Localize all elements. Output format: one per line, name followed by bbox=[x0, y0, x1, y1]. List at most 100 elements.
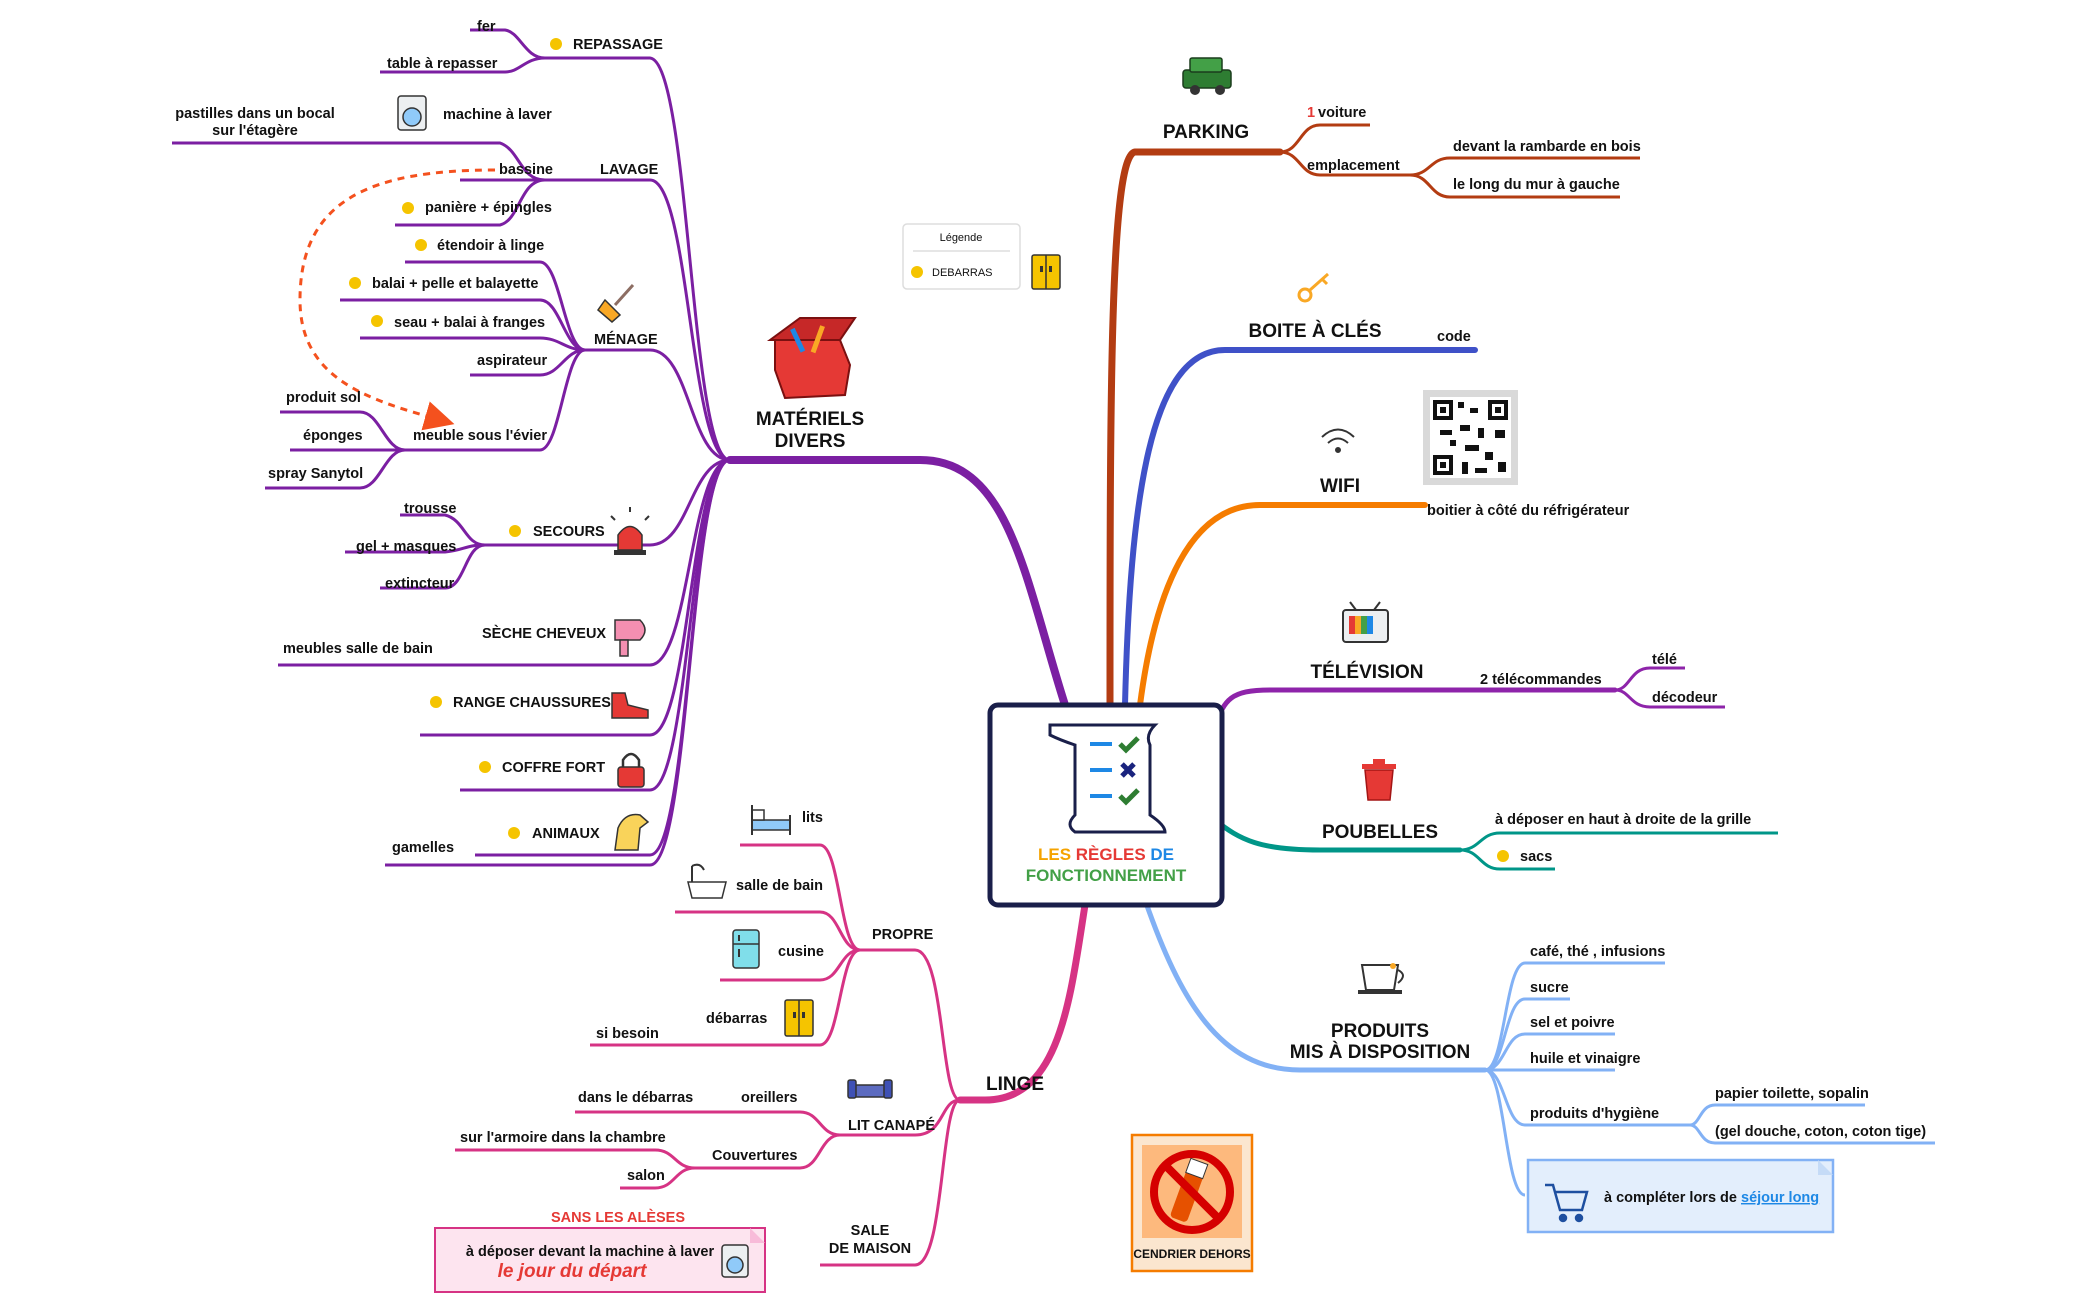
extincteur-label[interactable]: extincteur bbox=[385, 576, 455, 592]
trousse-label[interactable]: trousse bbox=[404, 501, 456, 517]
legend: Légende DEBARRAS bbox=[902, 223, 1061, 290]
sel-label[interactable]: sel et poivre bbox=[1530, 1015, 1615, 1031]
key-icon bbox=[1297, 272, 1329, 303]
tele-label[interactable]: télé bbox=[1652, 652, 1677, 668]
secours-dot bbox=[509, 525, 521, 537]
menage-label[interactable]: MÉNAGE bbox=[594, 331, 658, 348]
pastilles-label-line2[interactable]: sur l'étagère bbox=[212, 123, 298, 139]
si-besoin-label[interactable]: si besoin bbox=[596, 1026, 659, 1042]
lits-label[interactable]: lits bbox=[802, 810, 823, 826]
television-title[interactable]: TÉLÉVISION bbox=[1311, 661, 1424, 683]
bassine-label[interactable]: bassine bbox=[499, 162, 553, 178]
teacup-icon bbox=[1358, 963, 1404, 994]
meubles-sdb-label[interactable]: meubles salle de bain bbox=[283, 641, 433, 657]
cafe-label[interactable]: café, thé , infusions bbox=[1530, 944, 1665, 960]
propre-label[interactable]: PROPRE bbox=[872, 927, 934, 943]
cart-icon bbox=[1545, 1183, 1589, 1223]
voiture-label[interactable]: voiture bbox=[1318, 105, 1366, 121]
branch-produits[interactable] bbox=[1142, 897, 1488, 1073]
aspirateur-label[interactable]: aspirateur bbox=[477, 353, 547, 369]
boitier-label[interactable]: boitier à côté du réfrigérateur bbox=[1427, 503, 1630, 519]
meuble-label[interactable]: meuble sous l'évier bbox=[413, 428, 547, 444]
linge-title[interactable]: LINGE bbox=[986, 1074, 1044, 1095]
depart-note[interactable]: à déposer devant la machine à laver le j… bbox=[434, 1227, 766, 1293]
gel-label[interactable]: gel + masques bbox=[356, 539, 456, 555]
rambarde-label[interactable]: devant la rambarde en bois bbox=[1453, 139, 1641, 155]
cuisine-label[interactable]: cusine bbox=[778, 944, 824, 960]
center-node[interactable]: LES RÈGLES DE FONCTIONNEMENT bbox=[987, 702, 1225, 908]
poubelles-links bbox=[1459, 831, 1778, 871]
wifi-title[interactable]: WIFI bbox=[1320, 476, 1360, 497]
couv-loc1-label[interactable]: sur l'armoire dans la chambre bbox=[460, 1130, 666, 1146]
decodeur-label[interactable]: décodeur bbox=[1652, 690, 1718, 706]
emplacement-label[interactable]: emplacement bbox=[1307, 158, 1400, 174]
materiels-title-line2: DIVERS bbox=[775, 431, 846, 452]
branch-cles[interactable] bbox=[1122, 347, 1478, 708]
sofa-icon bbox=[847, 1079, 893, 1099]
svg-text:à compléter lors de séjo: à compléter lors de séjour long bbox=[1604, 1190, 1819, 1206]
branch-parking[interactable] bbox=[1106, 148, 1284, 709]
broom-icon bbox=[596, 283, 635, 323]
bathtub-icon bbox=[687, 863, 727, 899]
seau-label[interactable]: seau + balai à franges bbox=[394, 315, 545, 331]
poubelles-title[interactable]: POUBELLES bbox=[1322, 822, 1438, 843]
repassage-dot bbox=[550, 38, 562, 50]
branch-materiels[interactable] bbox=[726, 456, 1069, 709]
no-smoking-icon bbox=[1150, 1150, 1234, 1234]
sale-label-line2[interactable]: DE MAISON bbox=[829, 1241, 911, 1257]
oreillers-label[interactable]: oreillers bbox=[741, 1090, 797, 1106]
mur-label[interactable]: le long du mur à gauche bbox=[1453, 177, 1620, 193]
sucre-label[interactable]: sucre bbox=[1530, 980, 1569, 996]
canape-label[interactable]: LIT CANAPÉ bbox=[848, 1117, 935, 1134]
secours-label[interactable]: SECOURS bbox=[533, 524, 605, 540]
coffre-label[interactable]: COFFRE FORT bbox=[502, 760, 605, 776]
produits-title-line1[interactable]: PRODUITS bbox=[1331, 1021, 1429, 1042]
branch-wifi[interactable] bbox=[1137, 502, 1428, 708]
cupboard-icon bbox=[1031, 254, 1061, 290]
deposer-grille-label[interactable]: à déposer en haut à droite de la grille bbox=[1495, 812, 1751, 828]
table-repasser-label[interactable]: table à repasser bbox=[387, 56, 498, 72]
fer-label[interactable]: fer bbox=[477, 19, 496, 35]
lavage-label[interactable]: LAVAGE bbox=[600, 162, 659, 178]
salle-bain-label[interactable]: salle de bain bbox=[736, 878, 823, 894]
branch-television[interactable] bbox=[1212, 687, 1618, 728]
hygiene-label[interactable]: produits d'hygiène bbox=[1530, 1106, 1659, 1122]
oreillers-loc-label[interactable]: dans le débarras bbox=[578, 1090, 693, 1106]
center-title-les: LES bbox=[1038, 845, 1071, 864]
branch-linge[interactable] bbox=[956, 901, 1089, 1104]
scroll-checklist-icon bbox=[1048, 723, 1167, 834]
depart-note-line2: le jour du départ bbox=[498, 1261, 648, 1282]
paniere-label[interactable]: panière + épingles bbox=[425, 200, 552, 216]
cles-title[interactable]: BOITE À CLÉS bbox=[1248, 320, 1381, 342]
center-title-de: DE bbox=[1150, 845, 1174, 864]
gamelles-label[interactable]: gamelles bbox=[392, 840, 454, 856]
pastilles-label-line1[interactable]: pastilles dans un bocal bbox=[175, 106, 335, 122]
parking-title[interactable]: PARKING bbox=[1163, 122, 1249, 143]
padlock-icon bbox=[617, 752, 645, 788]
sejour-long-link[interactable]: séjour long bbox=[1741, 1190, 1819, 1206]
sacs-label[interactable]: sacs bbox=[1520, 849, 1552, 865]
papier-label[interactable]: papier toilette, sopalin bbox=[1715, 1086, 1869, 1102]
seche-label[interactable]: SÈCHE CHEVEUX bbox=[482, 625, 606, 642]
huile-label[interactable]: huile et vinaigre bbox=[1530, 1051, 1640, 1067]
sale-label-line1[interactable]: SALE bbox=[851, 1223, 890, 1239]
produits-title-line2[interactable]: MIS À DISPOSITION bbox=[1290, 1041, 1471, 1063]
gel-douche-label[interactable]: (gel douche, coton, coton tige) bbox=[1715, 1124, 1926, 1140]
balai-label[interactable]: balai + pelle et balayette bbox=[372, 276, 538, 292]
telecommandes-label[interactable]: 2 télécommandes bbox=[1480, 672, 1602, 688]
couvertures-label[interactable]: Couvertures bbox=[712, 1148, 797, 1164]
animaux-label[interactable]: ANIMAUX bbox=[532, 826, 600, 842]
machine-laver-label[interactable]: machine à laver bbox=[443, 107, 552, 123]
debarras-label[interactable]: débarras bbox=[706, 1011, 767, 1027]
repassage-label[interactable]: REPASSAGE bbox=[573, 37, 663, 53]
materiels-node[interactable]: MATÉRIELS DIVERS bbox=[756, 317, 864, 452]
eponges-label[interactable]: éponges bbox=[303, 428, 363, 444]
chaussures-label[interactable]: RANGE CHAUSSURES bbox=[453, 695, 611, 711]
sejour-note[interactable]: à compléter lors de séjour long bbox=[1526, 1158, 1835, 1234]
couv-loc2-label[interactable]: salon bbox=[627, 1168, 665, 1184]
etendoir-label[interactable]: étendoir à linge bbox=[437, 238, 544, 254]
code-label[interactable]: code bbox=[1437, 329, 1471, 345]
produit-sol-label[interactable]: produit sol bbox=[286, 390, 361, 406]
spray-label[interactable]: spray Sanytol bbox=[268, 466, 363, 482]
